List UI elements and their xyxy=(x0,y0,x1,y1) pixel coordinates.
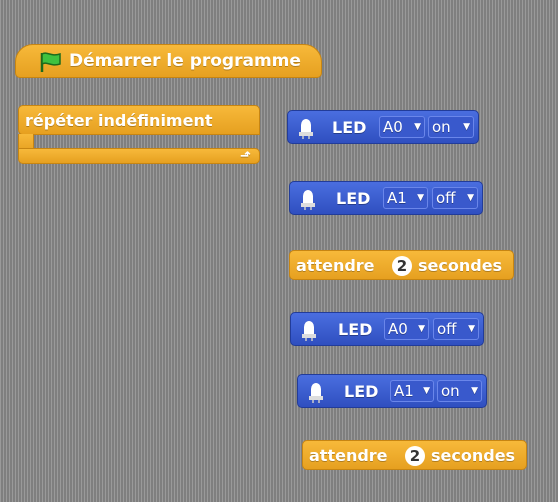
dropdown-caret-icon: ▼ xyxy=(417,193,424,203)
led-label: LED xyxy=(332,118,367,137)
wait-unit-label: secondes xyxy=(418,256,503,275)
dropdown-caret-icon: ▼ xyxy=(463,122,470,132)
state-dropdown[interactable]: off ▼ xyxy=(432,187,478,209)
wait-seconds-input[interactable]: 2 xyxy=(405,446,425,466)
led-block[interactable]: LED A0 ▼ on ▼ xyxy=(287,110,479,144)
state-value: off xyxy=(437,320,457,338)
led-label: LED xyxy=(338,320,373,339)
led-label: LED xyxy=(344,382,379,401)
wait-label: attendre xyxy=(296,256,375,275)
pin-value: A0 xyxy=(383,118,403,136)
wait-unit-label: secondes xyxy=(431,446,516,465)
pin-dropdown[interactable]: A1 ▼ xyxy=(383,187,428,209)
dropdown-caret-icon: ▼ xyxy=(418,324,425,334)
forever-loop-bottom: ⬏ xyxy=(18,148,260,164)
hat-label: Démarrer le programme xyxy=(69,51,301,71)
dropdown-caret-icon: ▼ xyxy=(467,193,474,203)
green-flag-icon xyxy=(40,52,61,72)
led-icon xyxy=(299,119,313,139)
state-value: off xyxy=(436,189,456,207)
led-block[interactable]: LED A1 ▼ on ▼ xyxy=(297,374,487,408)
state-dropdown[interactable]: off ▼ xyxy=(433,318,479,340)
state-dropdown[interactable]: on ▼ xyxy=(428,116,474,138)
pin-value: A1 xyxy=(387,189,407,207)
forever-label: répéter indéfiniment xyxy=(25,111,213,130)
forever-loop-block[interactable]: répéter indéfiniment xyxy=(18,105,260,135)
led-icon xyxy=(302,321,316,341)
start-program-hat-block[interactable]: Démarrer le programme xyxy=(15,44,322,78)
wait-label: attendre xyxy=(309,446,388,465)
loop-arrow-icon: ⬏ xyxy=(240,149,251,164)
led-block[interactable]: LED A0 ▼ off ▼ xyxy=(290,312,484,346)
dropdown-caret-icon: ▼ xyxy=(468,324,475,334)
dropdown-caret-icon: ▼ xyxy=(423,386,430,396)
wait-seconds-input[interactable]: 2 xyxy=(392,256,412,276)
state-dropdown[interactable]: on ▼ xyxy=(437,380,482,402)
state-value: on xyxy=(441,382,460,400)
state-value: on xyxy=(432,118,451,136)
pin-value: A1 xyxy=(394,382,414,400)
dropdown-caret-icon: ▼ xyxy=(414,122,421,132)
led-label: LED xyxy=(336,189,371,208)
led-icon xyxy=(301,190,315,210)
forever-loop-arm xyxy=(18,134,34,152)
wait-block[interactable]: attendre 2 secondes xyxy=(289,250,514,280)
pin-value: A0 xyxy=(388,320,408,338)
dropdown-caret-icon: ▼ xyxy=(471,386,478,396)
pin-dropdown[interactable]: A1 ▼ xyxy=(390,380,434,402)
pin-dropdown[interactable]: A0 ▼ xyxy=(379,116,425,138)
led-icon xyxy=(309,383,323,403)
led-block[interactable]: LED A1 ▼ off ▼ xyxy=(289,181,483,215)
pin-dropdown[interactable]: A0 ▼ xyxy=(384,318,429,340)
wait-block[interactable]: attendre 2 secondes xyxy=(302,440,527,470)
